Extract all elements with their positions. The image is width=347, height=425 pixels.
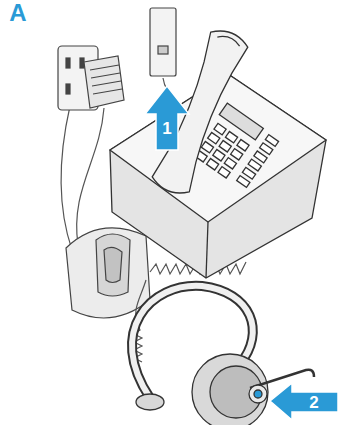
phone-jack	[158, 46, 168, 54]
desk-phone	[208, 132, 220, 143]
desk-phone	[237, 140, 249, 151]
charging-base	[104, 247, 122, 282]
desk-phone	[224, 158, 236, 169]
headset	[254, 390, 262, 398]
desk-phone	[110, 74, 326, 278]
power-cord	[61, 106, 72, 250]
power-adapter	[90, 65, 122, 94]
desk-phone	[231, 149, 243, 160]
phone-jack	[150, 8, 176, 76]
step-arrow	[270, 383, 338, 420]
headset	[192, 354, 268, 425]
desk-phone	[219, 141, 231, 152]
step-arrow	[270, 383, 338, 420]
desk-phone	[218, 167, 230, 178]
wall-outlet	[66, 84, 70, 94]
charging-base	[96, 234, 130, 296]
coiled-cord	[134, 262, 246, 362]
desk-phone	[219, 103, 263, 140]
desk-phone	[248, 159, 261, 171]
headset	[136, 394, 164, 410]
desk-phone	[225, 131, 237, 142]
handset	[217, 33, 241, 46]
headset	[210, 366, 262, 418]
step-arrow	[145, 86, 189, 150]
desk-phone	[260, 143, 273, 155]
power-cord	[61, 106, 104, 250]
wall-outlet	[66, 58, 70, 68]
headset	[249, 385, 267, 403]
desk-phone	[265, 135, 278, 147]
desk-phone	[110, 74, 326, 278]
power-cord	[77, 108, 104, 245]
wall-outlet	[80, 58, 84, 68]
step-arrow	[145, 86, 189, 150]
desk-phone	[201, 141, 213, 152]
figure-letter: A	[9, 1, 26, 25]
phone-jack	[150, 8, 176, 76]
power-adapter	[84, 56, 124, 108]
desk-phone	[254, 151, 267, 163]
desk-phone	[237, 176, 250, 188]
desk-phone	[213, 150, 225, 161]
desk-phone	[214, 123, 226, 134]
desk-phone	[206, 159, 218, 170]
callout-number: 2	[309, 394, 318, 411]
callout-number: 1	[162, 120, 171, 137]
desk-phone	[206, 222, 208, 278]
power-adapter	[84, 56, 124, 108]
desk-phone	[242, 167, 255, 179]
